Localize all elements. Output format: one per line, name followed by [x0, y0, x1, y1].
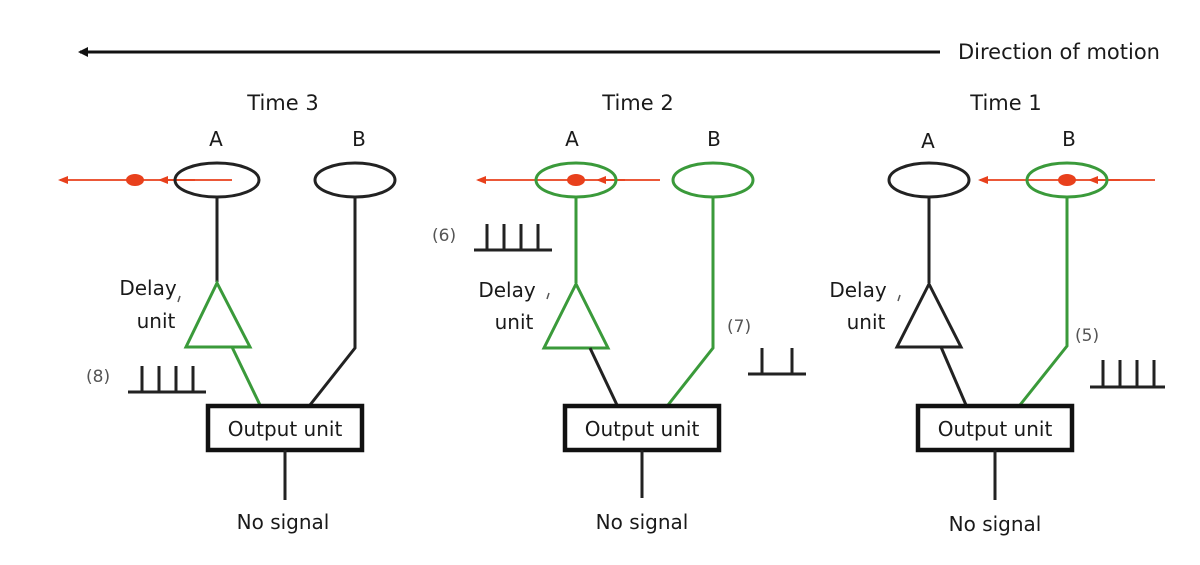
- time-label: Time 1: [969, 91, 1041, 115]
- spike-note-a: (6): [432, 226, 456, 246]
- output-unit-box: [562, 403, 722, 453]
- delay-label-tick: [897, 294, 901, 302]
- delay-to-output-wire: [588, 347, 619, 406]
- delay-to-output-wire: [939, 346, 968, 406]
- panel-time-2: Time 2 A B Delay unit (6) (7): [432, 91, 806, 534]
- stimulus-dot: [567, 174, 585, 186]
- direction-of-motion: Direction of motion: [78, 40, 1160, 64]
- spike-train: [128, 366, 206, 394]
- receptor-b-wire: [666, 197, 715, 406]
- panel-time-3: Time 3 A B Delay unit (8) Output unit No: [58, 91, 397, 534]
- output-unit-box: [205, 403, 365, 453]
- delay-unit: [894, 280, 964, 349]
- time-label: Time 2: [601, 91, 673, 115]
- delay-label-line1: Delay: [478, 278, 536, 302]
- stimulus-dot: [1058, 174, 1076, 186]
- output-unit-label: Output unit: [228, 417, 343, 441]
- stimulus-dot: [126, 174, 144, 186]
- delay-label-line2: unit: [137, 309, 176, 333]
- result-label: No signal: [949, 512, 1042, 536]
- delay-label-line1: Delay: [119, 276, 177, 300]
- panel-time-1: Time 1 A B Delay unit (5) Output unit No…: [829, 91, 1165, 536]
- receptor-b-wire: [308, 197, 357, 406]
- delay-label-line1: Delay: [829, 278, 887, 302]
- output-unit-label: Output unit: [938, 417, 1053, 441]
- receptor-b: [671, 161, 755, 199]
- receptor-b-label: B: [707, 127, 721, 151]
- receptor-b-label: B: [1062, 127, 1076, 151]
- spike-note: (8): [86, 367, 110, 387]
- direction-label: Direction of motion: [958, 40, 1160, 64]
- delay-unit: [183, 279, 253, 349]
- spike-note: (5): [1075, 326, 1099, 346]
- receptor-a-label: A: [921, 129, 935, 153]
- receptor-a: [887, 161, 971, 199]
- output-unit-label: Output unit: [585, 417, 700, 441]
- receptor-b-wire: [1018, 197, 1069, 406]
- spike-train: [1090, 360, 1165, 389]
- receptor-b: [313, 161, 397, 199]
- time-label: Time 3: [246, 91, 318, 115]
- delay-label-tick: [177, 295, 181, 303]
- delay-label-line2: unit: [847, 310, 886, 334]
- delay-unit: [541, 280, 611, 350]
- spike-train-a: [474, 224, 552, 252]
- result-label: No signal: [596, 510, 689, 534]
- result-label: No signal: [237, 510, 330, 534]
- receptor-a-label: A: [565, 127, 579, 151]
- spike-train-b: [748, 348, 806, 376]
- delay-label-line2: unit: [495, 310, 534, 334]
- delay-label-tick: [546, 292, 550, 300]
- receptor-a-label: A: [209, 127, 223, 151]
- delay-to-output-wire: [230, 346, 262, 406]
- spike-note-b: (7): [727, 317, 751, 337]
- receptor-b-label: B: [352, 127, 366, 151]
